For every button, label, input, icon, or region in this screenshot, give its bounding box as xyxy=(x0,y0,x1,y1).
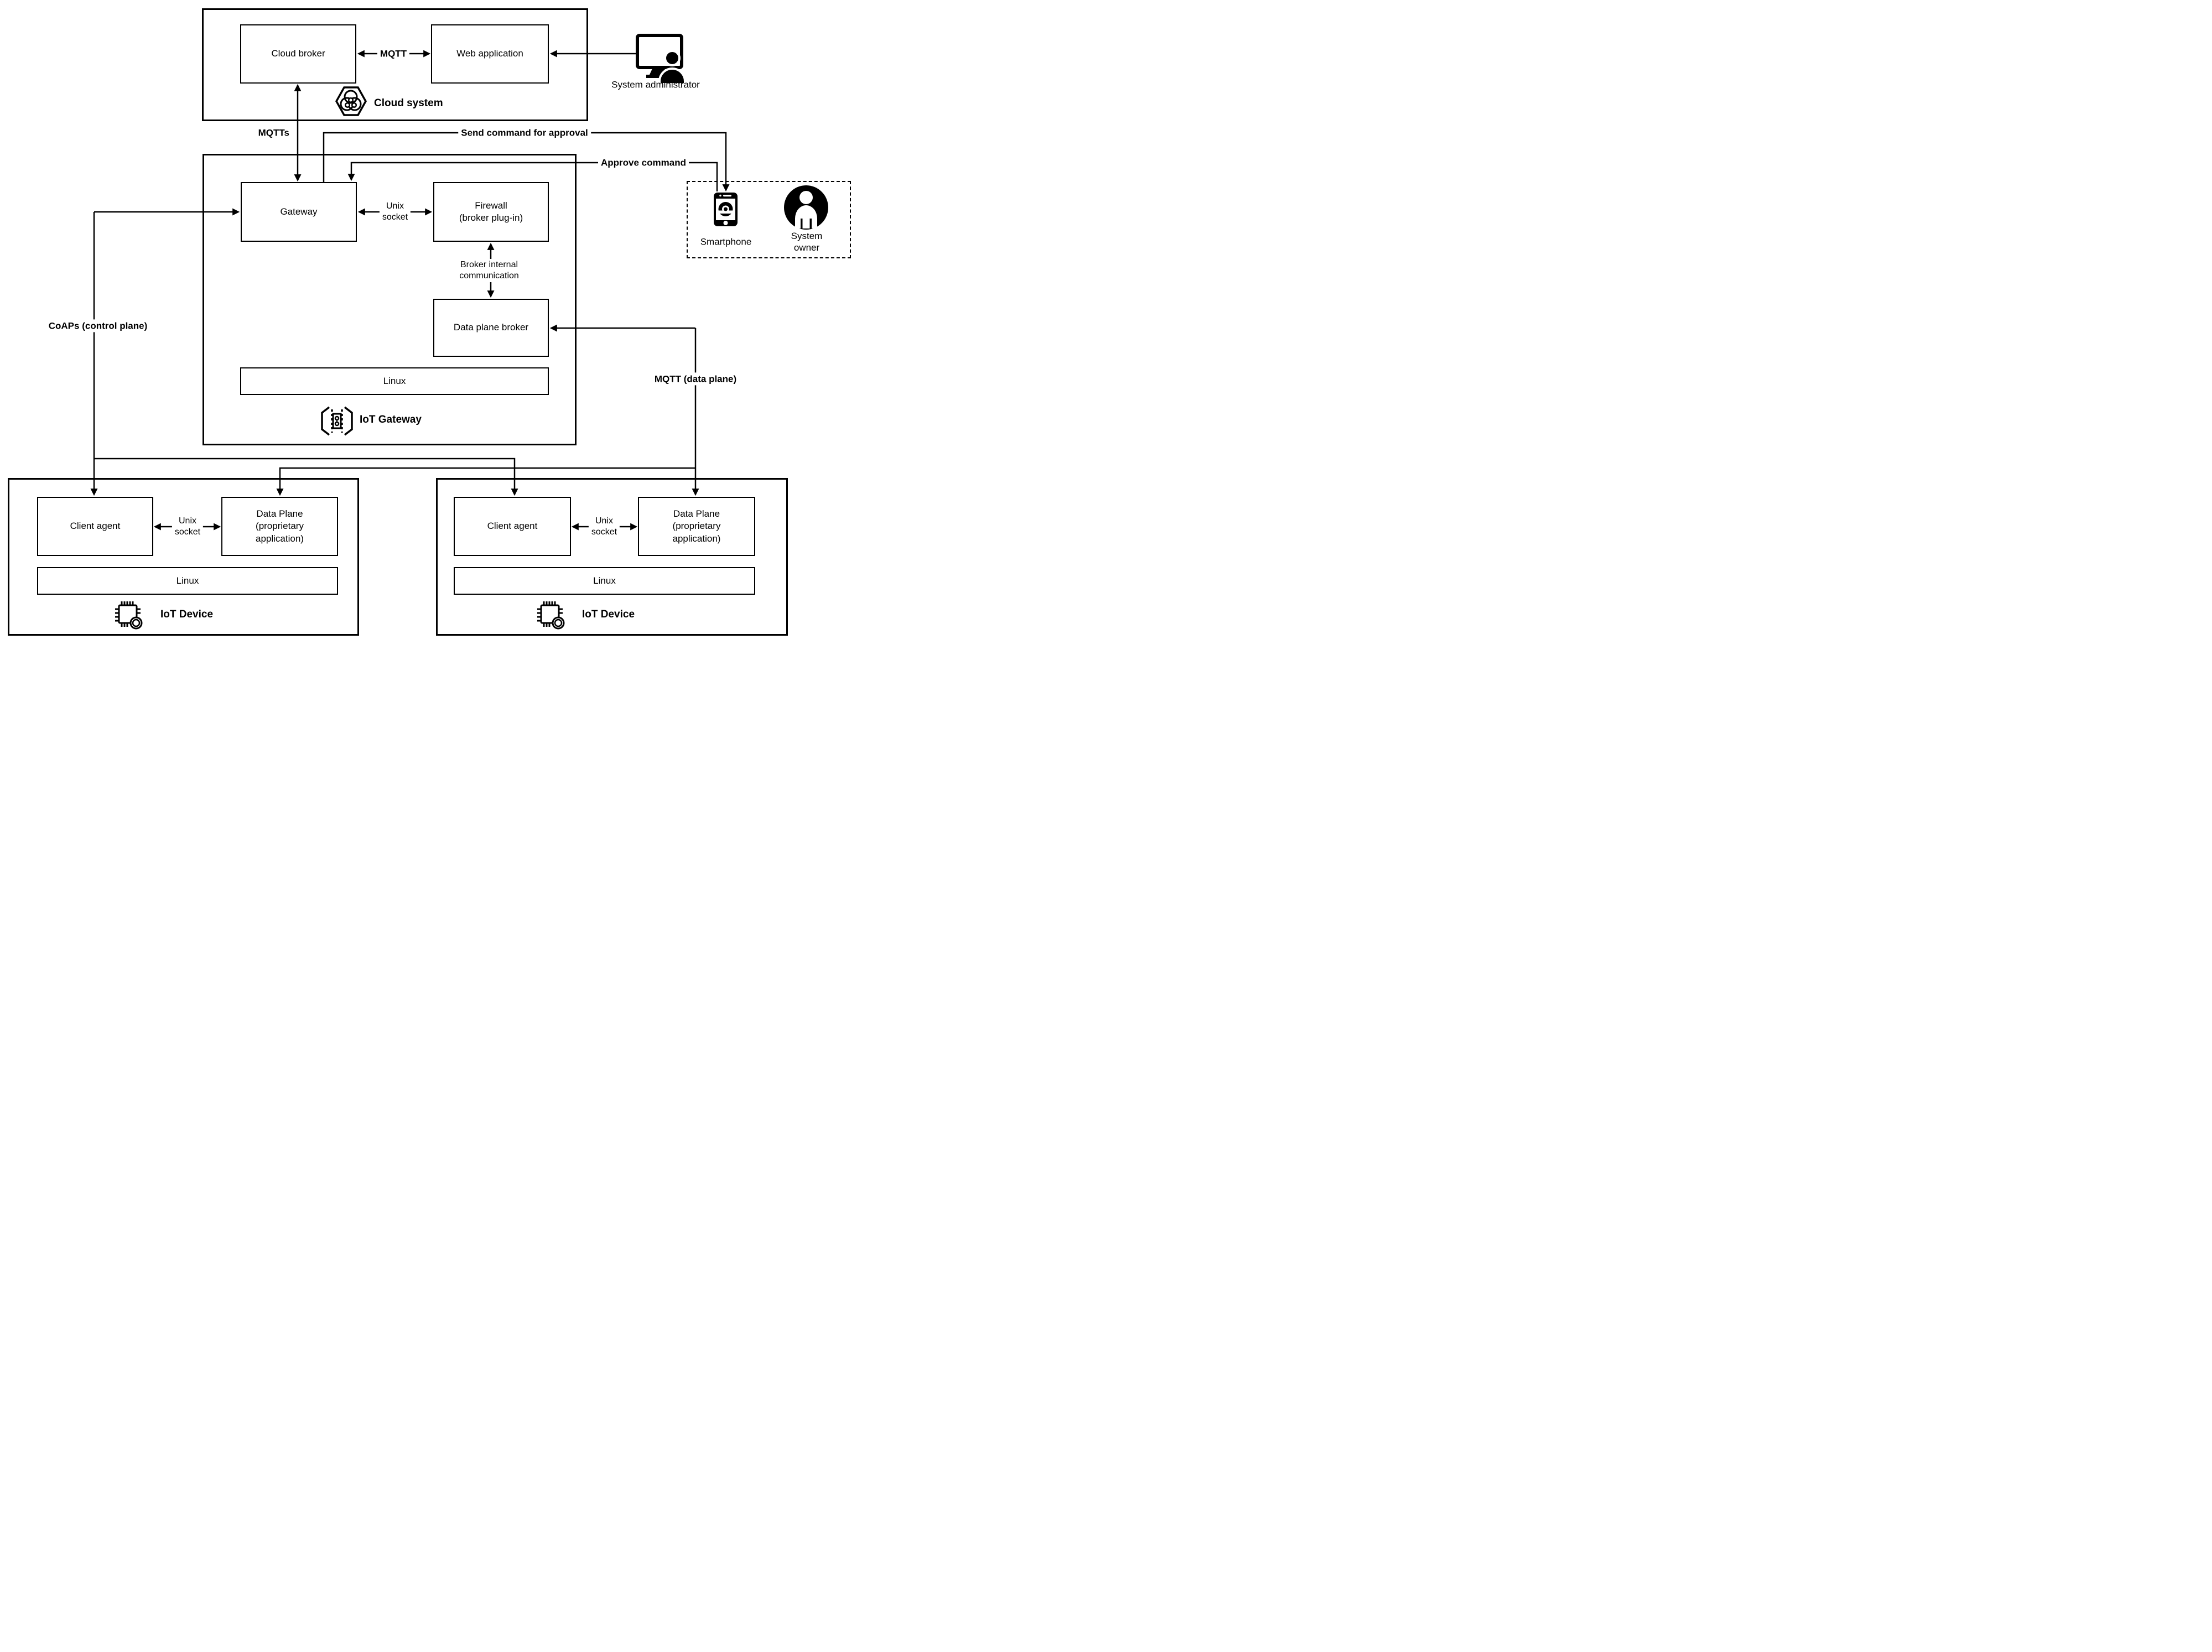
chip-sensor-icon xyxy=(115,601,143,630)
cloud-broker-box: Cloud broker xyxy=(240,24,356,84)
smartphone-icon xyxy=(714,193,738,226)
monitor-person-icon xyxy=(636,34,686,85)
linux-left-label: Linux xyxy=(176,575,199,586)
mqtt-label: MQTT xyxy=(377,47,410,60)
client-agent-right-box: Client agent xyxy=(454,497,571,556)
gateway-label: Gateway xyxy=(280,206,318,217)
iot-device-right-label: IoT Device xyxy=(582,609,635,621)
owner-group-box xyxy=(687,181,851,258)
client-agent-right-label: Client agent xyxy=(487,521,538,532)
approve-command-connector xyxy=(347,162,718,191)
connector-layer xyxy=(90,34,828,630)
cloud-system-box xyxy=(202,8,588,121)
cloud-broker-label: Cloud broker xyxy=(271,48,325,59)
gateway-linux-box: Linux xyxy=(240,367,549,395)
unix-socket-gateway-label: Unix socket xyxy=(379,200,411,224)
unix-socket-right-label: Unix socket xyxy=(588,515,620,538)
architecture-diagram: Cloud broker Web application Gateway Fir… xyxy=(0,0,857,640)
firewall-label: Firewall (broker plug-in) xyxy=(459,200,523,223)
iot-device-left-box xyxy=(8,478,359,636)
broker-internal-label: Broker internal communication xyxy=(456,259,522,282)
approve-command-label: Approve command xyxy=(598,156,689,169)
system-administrator-label: System administrator xyxy=(611,79,700,90)
iot-device-right-box xyxy=(436,478,788,636)
data-plane-broker-box: Data plane broker xyxy=(433,299,549,357)
unix-socket-left-label: Unix socket xyxy=(172,515,204,538)
linux-left-box: Linux xyxy=(37,567,338,595)
send-command-label: Send command for approval xyxy=(458,126,591,139)
iot-gateway-box xyxy=(202,154,577,445)
gateway-linux-label: Linux xyxy=(383,375,406,386)
hexagon-cluster-icon xyxy=(335,86,367,116)
coaps-branch-right xyxy=(94,458,518,496)
chip-sensor-icon xyxy=(537,601,565,630)
web-application-box: Web application xyxy=(431,24,549,84)
mqtt-dataplane-branch-left xyxy=(276,467,695,496)
data-plane-broker-label: Data plane broker xyxy=(453,322,529,333)
data-plane-left-label: Data Plane (proprietary application) xyxy=(256,508,304,544)
data-plane-left-box: Data Plane (proprietary application) xyxy=(221,497,338,556)
mqtt-data-plane-label: MQTT (data plane) xyxy=(651,372,740,386)
firewall-box: Firewall (broker plug-in) xyxy=(433,182,549,242)
data-plane-right-box: Data Plane (proprietary application) xyxy=(638,497,755,556)
cloud-system-label: Cloud system xyxy=(374,97,443,110)
gateway-circuit-icon xyxy=(321,406,353,436)
iot-device-left-label: IoT Device xyxy=(160,609,214,621)
iot-gateway-label: IoT Gateway xyxy=(360,414,422,426)
client-agent-left-label: Client agent xyxy=(70,521,121,532)
gateway-box: Gateway xyxy=(241,182,357,242)
web-application-label: Web application xyxy=(456,48,523,59)
linux-right-box: Linux xyxy=(454,567,755,595)
linux-right-label: Linux xyxy=(593,575,616,586)
smartphone-label: Smartphone xyxy=(700,236,752,247)
data-plane-right-label: Data Plane (proprietary application) xyxy=(672,508,721,544)
mqtts-label: MQTTs xyxy=(255,126,292,139)
person-circle-icon xyxy=(784,185,828,230)
coaps-label: CoAPs (control plane) xyxy=(45,319,150,333)
client-agent-left-box: Client agent xyxy=(37,497,153,556)
system-owner-label: System owner xyxy=(791,230,823,253)
